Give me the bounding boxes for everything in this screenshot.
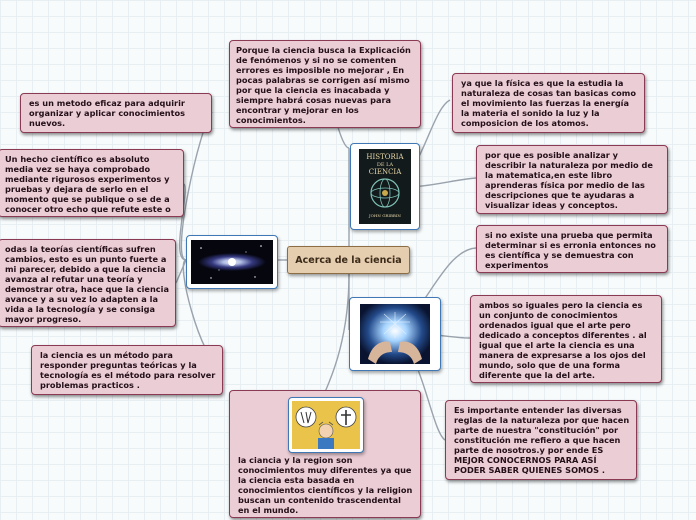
node-reglas-naturaleza[interactable]: Es importante entender las diversas regl…	[445, 400, 637, 480]
central-topic[interactable]: Acerca de la ciencia	[287, 246, 410, 274]
node-metodo-preguntas[interactable]: la ciencia es un método para responder p…	[31, 345, 223, 395]
node-fisica[interactable]: ya que la física es que la estudia la na…	[452, 73, 645, 133]
image-node-galaxy[interactable]	[186, 235, 278, 289]
hands-light-image	[360, 304, 430, 364]
galaxy-image	[191, 240, 273, 284]
book-title-line1: HISTORIA	[366, 153, 404, 161]
image-node-science-religion[interactable]	[288, 397, 364, 453]
node-analizar-naturaleza[interactable]: por que es posible analizar y describir …	[476, 145, 668, 214]
book-title-line3: CIENCIA	[369, 168, 402, 176]
node-teorias-cambian[interactable]: odas la teorías científicas sufren cambi…	[0, 239, 176, 327]
image-node-book[interactable]: HISTORIA DE LA CIENCIA JOHN GRIBBIN	[350, 143, 420, 230]
node-ciencia-arte[interactable]: ambos so iguales pero la ciencia es un c…	[470, 295, 662, 383]
book-author: JOHN GRIBBIN	[368, 213, 401, 218]
book-title-line2: DE LA	[377, 162, 394, 168]
science-religion-image	[292, 401, 360, 449]
node-prueba-cientifica[interactable]: si no existe una prueba que permita dete…	[476, 225, 668, 273]
book-cover-image: HISTORIA DE LA CIENCIA JOHN GRIBBIN	[359, 149, 411, 224]
node-hecho-cientifico[interactable]: Un hecho científico es absoluto media ve…	[0, 149, 184, 217]
node-ciencia-religion[interactable]: la ciancia y la region son conocimientos…	[229, 390, 421, 518]
image-node-hands-light[interactable]	[349, 297, 441, 371]
node-metodo-eficaz[interactable]: es un metodo eficaz para adquirir organi…	[20, 93, 212, 133]
node-ciencia-se-corrige[interactable]: Porque la ciencia busca la Explicación d…	[229, 40, 421, 128]
